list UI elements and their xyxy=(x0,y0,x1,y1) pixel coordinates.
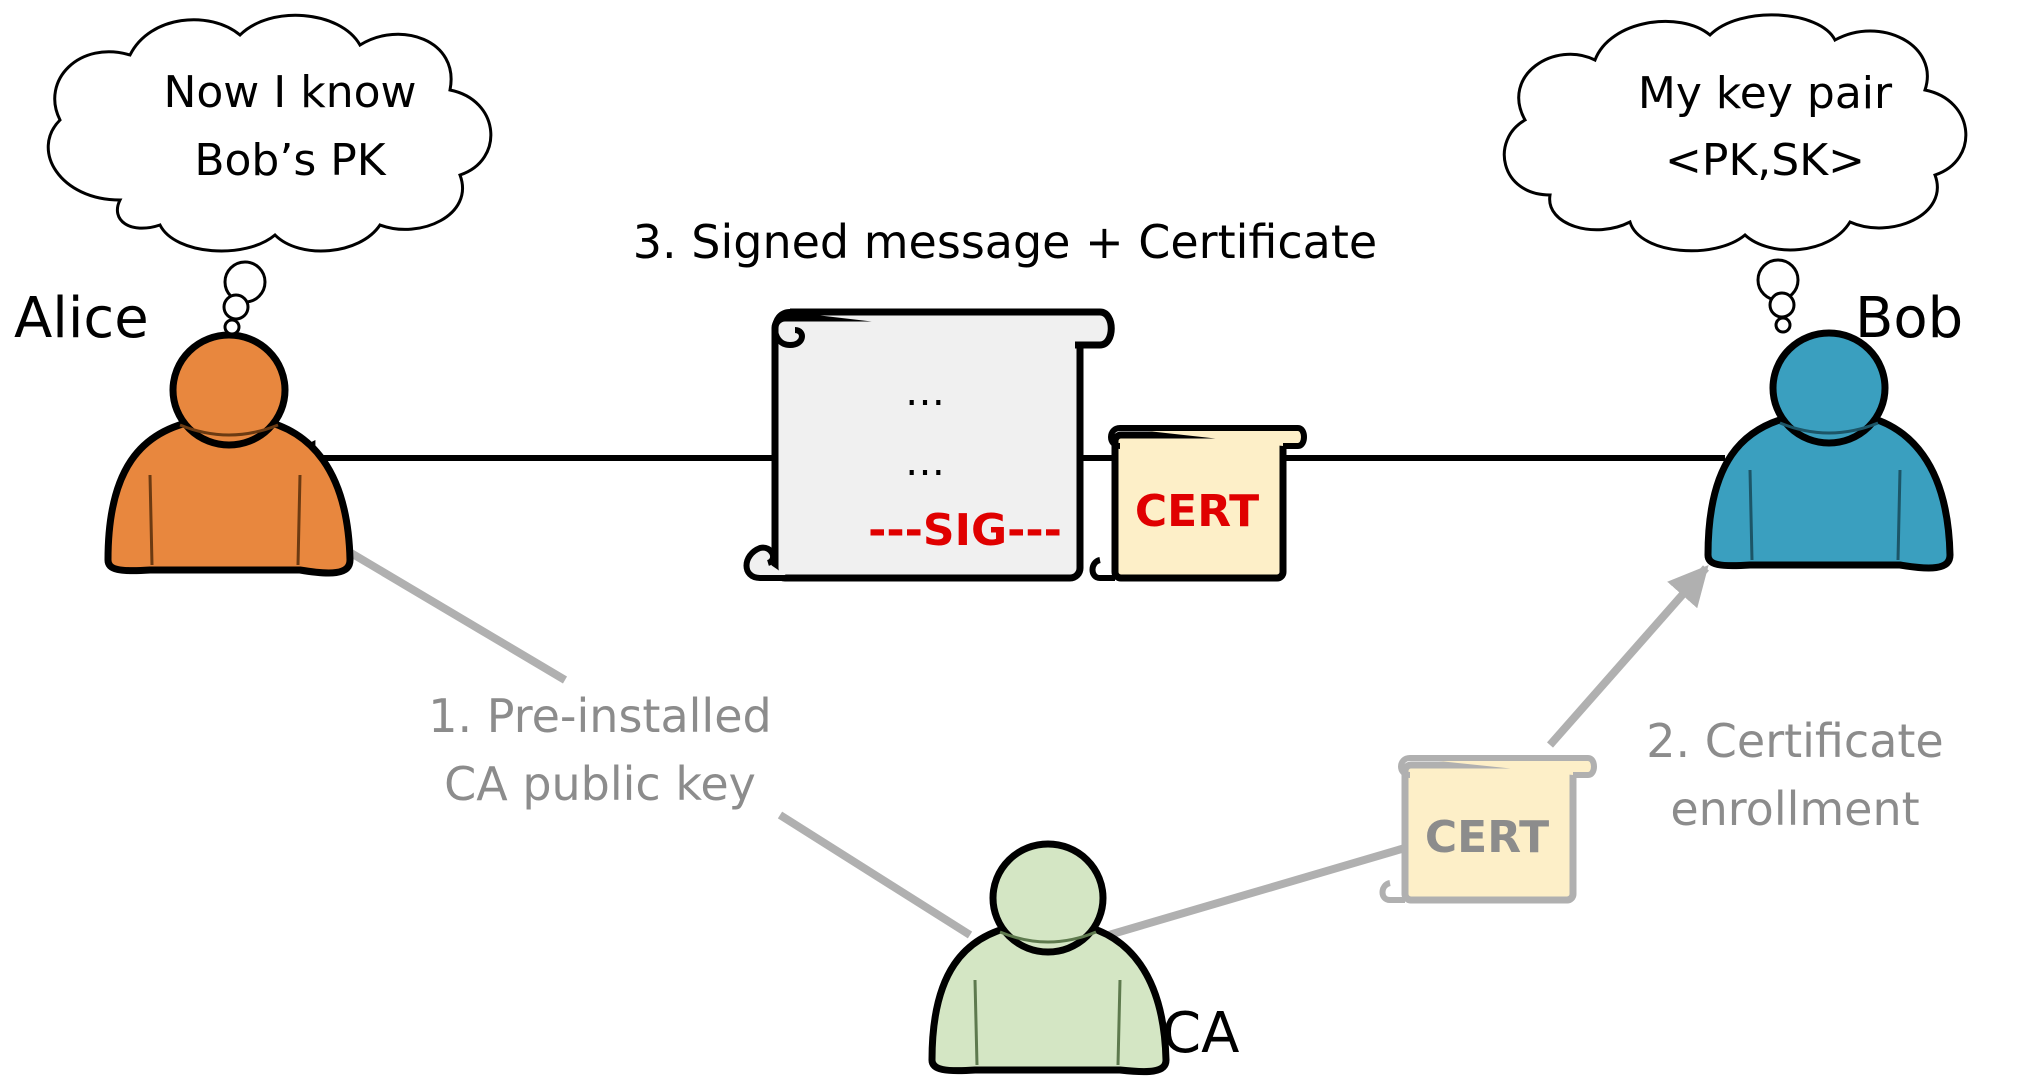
ca-label: CA xyxy=(1162,1001,1239,1066)
alice-label: Alice xyxy=(14,286,149,351)
step1-label-line2: CA public key xyxy=(444,757,756,811)
certificate-scroll xyxy=(1089,425,1307,582)
signed-message-scroll xyxy=(743,308,1115,582)
enrollment-certificate-scroll xyxy=(1379,755,1597,904)
bob-figure xyxy=(1704,329,1954,572)
step2-label-line1: 2. Certificate xyxy=(1646,714,1943,768)
certificate-label: CERT xyxy=(1135,486,1259,537)
step2-label-line2: enrollment xyxy=(1670,782,1919,836)
signature-label: ---SIG--- xyxy=(868,505,1062,556)
ca-to-cert-line xyxy=(1083,844,1407,946)
bob-thought-cloud xyxy=(1502,13,1968,334)
bob-thought-line2: <PK,SK> xyxy=(1665,135,1865,186)
alice-thought-cloud xyxy=(46,13,493,336)
step1-label-line1: 1. Pre-installed xyxy=(428,689,771,743)
step3-label: 3. Signed message + Certificate xyxy=(633,215,1377,269)
alice-thought-line1: Now I know xyxy=(163,67,416,118)
cert-to-bob-arrow xyxy=(1546,564,1710,748)
enrollment-certificate-label: CERT xyxy=(1425,812,1549,863)
message-dots-2: … xyxy=(905,439,945,485)
bob-label: Bob xyxy=(1855,286,1963,351)
message-dots-1: … xyxy=(905,369,945,415)
bob-thought-line1: My key pair xyxy=(1638,68,1893,119)
ca-figure xyxy=(928,840,1170,1076)
alice-figure xyxy=(104,331,354,577)
alice-thought-line2: Bob’s PK xyxy=(194,135,386,186)
ca-to-alice-arrow xyxy=(777,811,973,939)
